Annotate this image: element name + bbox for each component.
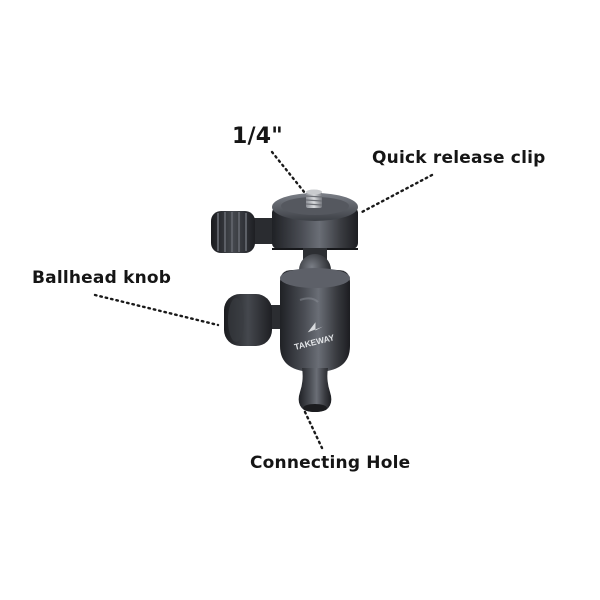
ballhead-knob-label: Ballhead knob (32, 268, 172, 288)
connecting-stem (298, 368, 332, 412)
clamp-knob (211, 211, 276, 253)
leader-connecting-hole (303, 410, 324, 450)
connecting-hole-label: Connecting Hole (250, 453, 411, 473)
leader-ballhead-knob (93, 293, 220, 327)
leader-quick-release (360, 173, 434, 214)
quick-release-clip-label: Quick release clip (372, 148, 546, 168)
thread-size-label: 1/4" (232, 124, 283, 149)
leader-thread (270, 150, 311, 200)
leader-lines (93, 150, 434, 450)
ball-head-body (280, 268, 350, 372)
quarter-inch-screw (305, 189, 323, 208)
